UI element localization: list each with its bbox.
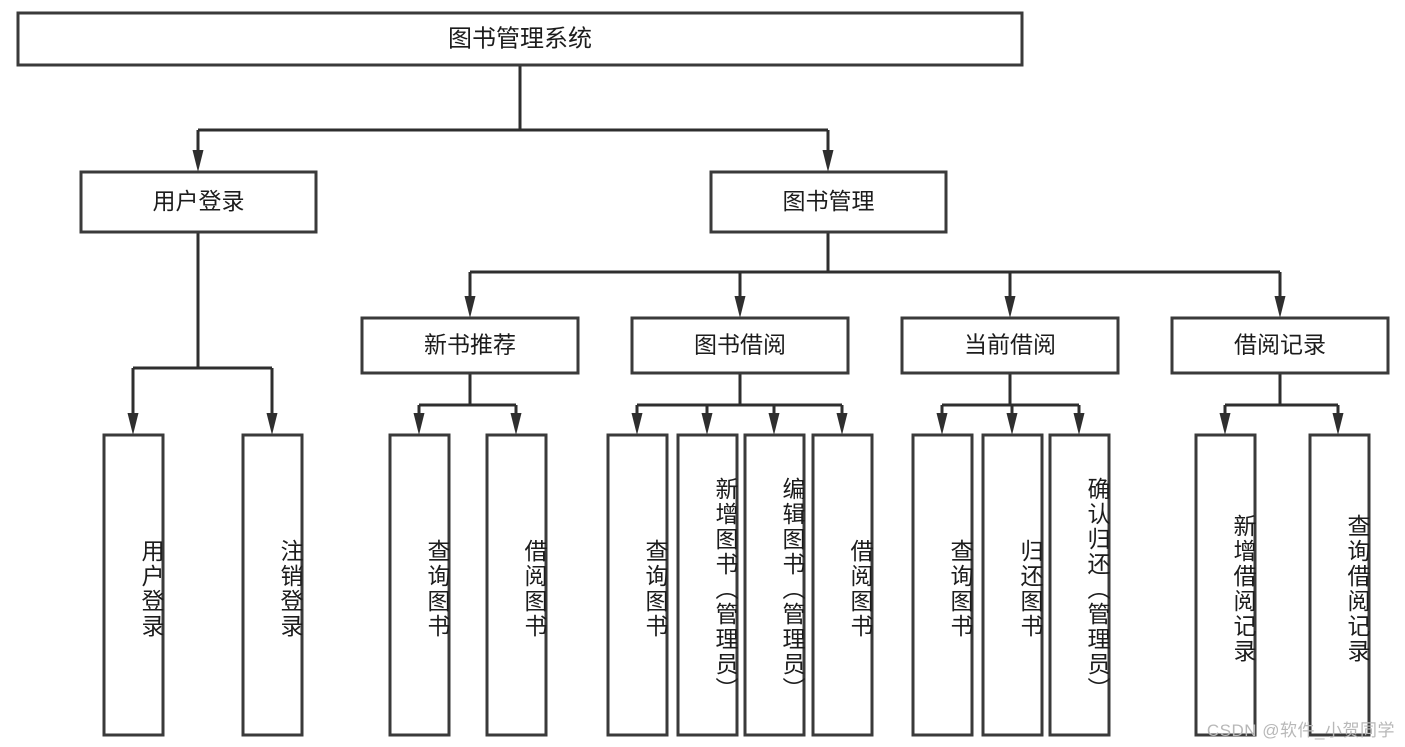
node-current-borrow[interactable] [900,316,1120,375]
node-label: 用户登录 [153,188,245,214]
connector-bus-book-borrow [637,373,842,407]
node-borrow-record[interactable] [1170,316,1390,375]
arrow-head-icon [192,150,204,172]
connector-bus-book-manage [470,232,1280,274]
connector-bus-user-login [133,232,272,370]
connector-bus-borrow-record [1225,373,1338,407]
leaf-node-leaf-borrow-book-2[interactable] [811,433,874,737]
node-label: 图书管理系统 [448,25,592,52]
node-new-book-recommend[interactable] [360,316,580,375]
leaf-node-leaf-add-record[interactable] [1194,433,1257,737]
leaf-node-leaf-edit-book[interactable] [743,433,806,737]
arrow-head-icon [1219,413,1231,435]
node-box-layer [16,11,1390,737]
arrow-head-icon [127,413,139,435]
node-label: 图书借阅 [694,332,786,358]
arrow-head-icon [413,413,425,435]
arrow-head-icon [1274,296,1286,318]
leaf-node-leaf-return-book[interactable] [981,433,1044,737]
node-label: 借阅记录 [1234,332,1326,358]
leaf-node-leaf-query-book-3[interactable] [911,433,974,737]
watermark-text: CSDN @软件_小贺同学 [1206,721,1395,740]
arrow-head-icon [631,413,643,435]
connector-bus-current-borrow [942,373,1079,407]
leaf-node-leaf-user-login[interactable] [102,433,165,737]
arrow-head-icon [266,413,278,435]
arrow-head-icon [701,413,713,435]
node-user-login[interactable] [79,170,318,234]
leaf-node-leaf-confirm-return[interactable] [1048,433,1111,737]
node-label: 新书推荐 [424,332,516,358]
arrow-head-icon [510,413,522,435]
node-label: 当前借阅 [964,332,1056,358]
leaf-node-leaf-add-book[interactable] [676,433,739,737]
connector-bus-new-book [419,373,516,407]
arrow-head-icon [1004,296,1016,318]
arrow-head-icon [1073,413,1085,435]
arrow-head-icon [734,296,746,318]
arrow-head-icon [1332,413,1344,435]
arrow-head-icon [1006,413,1018,435]
leaf-node-leaf-query-book-2[interactable] [606,433,669,737]
arrow-head-icon [768,413,780,435]
arrow-head-icon [836,413,848,435]
leaf-node-leaf-query-record[interactable] [1308,433,1371,737]
connector-bus-root [198,65,828,132]
leaf-node-leaf-query-book-1[interactable] [388,433,451,737]
node-book-manage[interactable] [709,170,948,234]
node-label: 图书管理 [783,188,875,214]
arrow-head-icon [464,296,476,318]
arrow-head-icon [822,150,834,172]
leaf-node-leaf-user-logout[interactable] [241,433,304,737]
arrow-head-icon [936,413,948,435]
node-root[interactable] [16,11,1024,67]
connector-layer [127,65,1344,435]
leaf-node-leaf-borrow-book-1[interactable] [485,433,548,737]
node-book-borrow[interactable] [630,316,850,375]
